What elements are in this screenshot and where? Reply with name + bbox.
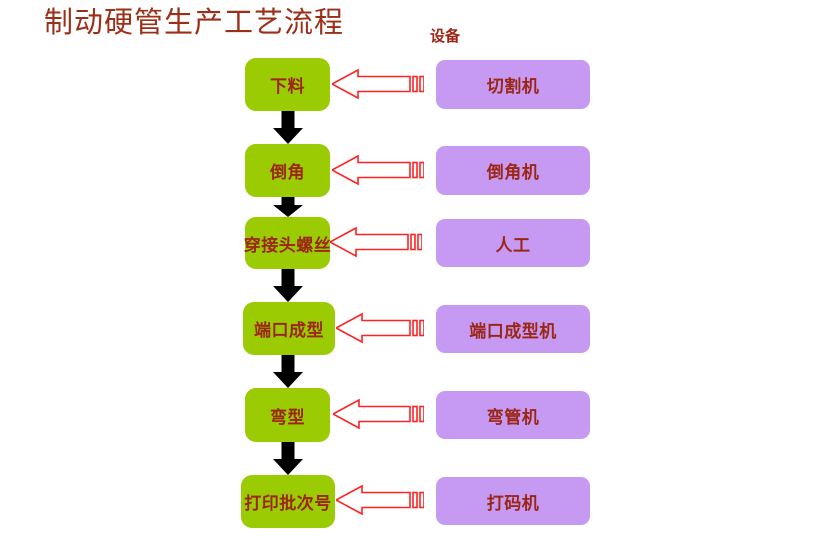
equipment-label: 切割机 [486,77,540,96]
process-box-2[interactable]: 倒角 [245,144,330,197]
equipment-box-1[interactable]: 切割机 [436,60,590,109]
equipment-label: 打码机 [486,493,540,513]
equipment-box-3[interactable]: 人工 [436,219,590,267]
equipment-label: 端口成型机 [469,321,557,341]
process-box-1[interactable]: 下料 [245,58,330,111]
equipment-label: 弯管机 [486,407,540,427]
equipment-box-6[interactable]: 打码机 [436,477,590,525]
equipment-column-header: 设备 [430,28,461,45]
process-box-3[interactable]: 穿接头螺丝 [243,217,332,269]
connector-arrow-2 [271,197,305,217]
link-arrow-2 [330,150,425,190]
connector-arrow-1 [271,111,305,144]
link-arrow-5 [331,394,425,434]
process-label: 弯型 [270,407,305,427]
connector-arrow-3 [271,269,305,302]
connector-arrow-4 [271,355,305,388]
connector-arrow-5 [271,442,305,475]
process-label: 穿接头螺丝 [243,235,332,255]
link-arrow-6 [334,480,425,520]
equipment-label: 人工 [495,235,531,255]
page-title: 制动硬管生产工艺流程 [44,7,345,39]
process-box-5[interactable]: 弯型 [245,388,330,442]
equipment-box-5[interactable]: 弯管机 [436,391,590,439]
link-arrow-1 [330,64,425,104]
process-label: 下料 [270,77,305,96]
equipment-box-2[interactable]: 倒角机 [436,146,590,195]
equipment-box-4[interactable]: 端口成型机 [436,305,590,353]
process-label: 倒角 [270,163,305,182]
process-label: 端口成型 [254,321,324,340]
equipment-label: 倒角机 [486,163,540,182]
process-box-4[interactable]: 端口成型 [243,302,335,355]
link-arrow-4 [334,308,425,348]
process-box-6[interactable]: 打印批次号 [241,475,335,528]
process-label: 打印批次号 [244,494,332,513]
link-arrow-3 [328,222,423,262]
